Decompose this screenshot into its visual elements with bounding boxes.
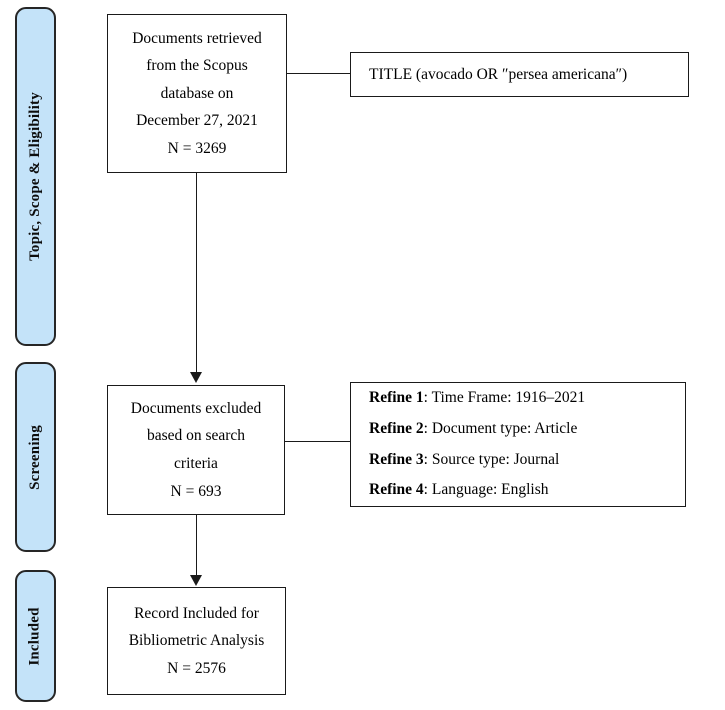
arrowhead-exclusion-to-included bbox=[190, 575, 202, 586]
identification-box-count: N = 3269 bbox=[167, 139, 227, 157]
exclusion-box-line-2: based on search bbox=[146, 427, 246, 445]
stage-pill-topic-scope-eligibility: Topic, Scope & Eligibility bbox=[15, 7, 56, 346]
refine-4-value: : Language: English bbox=[423, 481, 549, 499]
connector-exclusion-to-included bbox=[196, 515, 197, 577]
refine-1-value: : Time Frame: 1916–2021 bbox=[423, 389, 586, 407]
identification-box: Documents retrieved from the Scopus data… bbox=[107, 14, 287, 173]
stage-label-screening: Screening bbox=[27, 424, 44, 490]
stage-pill-screening: Screening bbox=[15, 362, 56, 552]
identification-box-line-3: database on bbox=[160, 84, 234, 102]
identification-box-line-1: Documents retrieved bbox=[132, 29, 262, 47]
refine-1-key: Refine 1 bbox=[369, 389, 424, 407]
refine-2-value: : Document type: Article bbox=[423, 419, 578, 437]
refine-3-value: : Source type: Journal bbox=[423, 450, 560, 468]
exclusion-box: Documents excluded based on search crite… bbox=[107, 385, 285, 515]
included-box: Record Included for Bibliometric Analysi… bbox=[107, 587, 286, 695]
included-box-line-2: Bibliometric Analysis bbox=[128, 632, 265, 650]
connector-identification-to-exclusion bbox=[196, 173, 197, 374]
refine-3-key: Refine 3 bbox=[369, 450, 424, 468]
refine-4-key: Refine 4 bbox=[369, 481, 424, 499]
included-box-count: N = 2576 bbox=[167, 659, 226, 677]
identification-box-line-4: December 27, 2021 bbox=[136, 112, 258, 130]
identification-box-line-2: from the Scopus bbox=[146, 57, 248, 75]
refine-line-1: Refine 1: Time Frame: 1916–2021 bbox=[369, 383, 685, 414]
connector-identification-to-query bbox=[287, 73, 350, 74]
stage-label-included: Included bbox=[27, 606, 44, 666]
stage-label-topic-scope-eligibility: Topic, Scope & Eligibility bbox=[27, 92, 43, 261]
exclusion-box-line-3: criteria bbox=[174, 455, 218, 472]
stage-pill-included: Included bbox=[15, 570, 56, 702]
arrowhead-identification-to-exclusion bbox=[190, 372, 202, 383]
refine-line-4: Refine 4: Language: English bbox=[369, 475, 685, 506]
connector-exclusion-to-refine bbox=[285, 441, 350, 442]
search-query-box: TITLE (avocado OR ″persea americana″) bbox=[350, 52, 689, 97]
refine-criteria-box: Refine 1: Time Frame: 1916–2021 Refine 2… bbox=[350, 382, 686, 507]
refine-line-3: Refine 3: Source type: Journal bbox=[369, 445, 685, 476]
included-box-line-1: Record Included for bbox=[134, 604, 259, 622]
search-query-text: TITLE (avocado OR ″persea americana″) bbox=[369, 65, 628, 83]
refine-2-key: Refine 2 bbox=[369, 419, 424, 437]
refine-line-2: Refine 2: Document type: Article bbox=[369, 414, 685, 445]
exclusion-box-count: N = 693 bbox=[170, 482, 222, 500]
exclusion-box-line-1: Documents excluded bbox=[130, 399, 262, 417]
